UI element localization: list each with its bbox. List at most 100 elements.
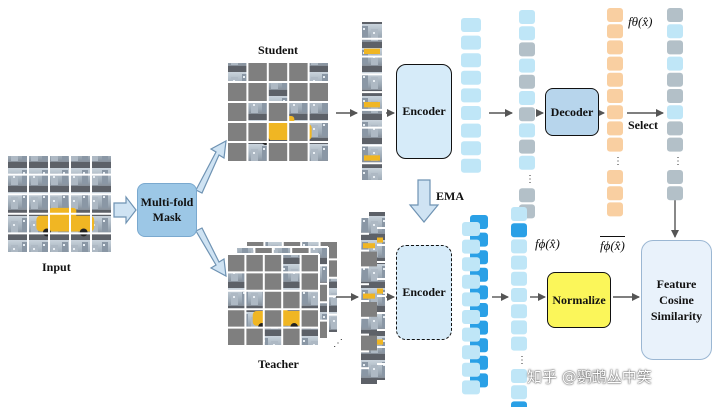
- teacher-sequence-tokens-token: [511, 255, 527, 270]
- student-encoder-tokens-token: [461, 70, 481, 85]
- teacher-masked-image-front-masked-patch: [245, 272, 264, 291]
- teacher-patch-strip-front-masked-patch: [361, 335, 377, 351]
- decoder-output-tokens-token: [607, 56, 623, 71]
- student-masked-image-masked-patch: [227, 122, 248, 142]
- teacher-encoder-tokens-front-token: [462, 292, 480, 307]
- teacher-masked-image-front-masked-patch: [227, 309, 246, 328]
- student-sequence-tokens-token: [519, 107, 535, 122]
- teacher-masked-image-front-masked-patch: [282, 290, 301, 310]
- student-sequence-tokens-token: [519, 139, 535, 154]
- teacher-label: Teacher: [258, 357, 299, 371]
- student-masked-image-masked-patch: [247, 122, 268, 142]
- teacher-patch-strip-front-patch: [361, 218, 377, 233]
- student-patch-strip: [362, 22, 382, 180]
- teacher-sequence-tokens-token: [511, 271, 527, 286]
- teacher-output-math: fϕ(x̂): [535, 236, 560, 251]
- watermark-text: 知乎 @鹦鹉丛中笑: [527, 368, 652, 386]
- student-masked-image-masked-patch: [247, 62, 268, 82]
- student-masked-image-masked-patch: [288, 142, 309, 162]
- teacher-masked-image-front-masked-patch: [263, 254, 283, 273]
- mask-to-teacher-arrow: [195, 227, 227, 278]
- teacher-encoder-tokens-front-token: [462, 362, 480, 377]
- selected-tokens: ⋮: [667, 8, 683, 201]
- teacher-encoder-tokens-front-token: [462, 345, 480, 360]
- decoder-output-tokens-token: [607, 170, 623, 184]
- teacher-sequence-tokens-token: [511, 288, 527, 302]
- normalized-output-math: fϕ(x̂): [600, 236, 625, 253]
- decoder-output-tokens-token: [607, 202, 623, 217]
- teacher-sequence-tokens-token: [511, 207, 527, 221]
- input-to-mask-arrow: [113, 195, 137, 225]
- student-encoder-tokens-token: [461, 141, 481, 156]
- student-patch-strip-patch: [362, 128, 382, 145]
- teacher-sequence-tokens-token: [511, 304, 527, 319]
- teacher-patch-strip-front-masked-patch: [361, 302, 377, 317]
- ema-label: EMA: [436, 189, 464, 203]
- similarity-label-line3: Similarity: [650, 309, 703, 323]
- selected-tokens-token: [667, 105, 683, 120]
- student-masked-image-masked-patch: [267, 62, 289, 82]
- teacher-encoder-label: Encoder: [402, 285, 446, 299]
- student-masked-image-masked-patch: [267, 142, 289, 162]
- mask-label-line1: Multi-fold: [140, 195, 194, 209]
- student-masked-image-masked-patch: [288, 122, 309, 142]
- selected-tokens-token: [667, 8, 683, 22]
- teacher-encoder-tokens-front-token: [462, 380, 480, 395]
- multi-fold-mask-box: Multi-fold Mask: [137, 183, 197, 237]
- decoder-output-tokens-token: [607, 105, 623, 120]
- teacher-masked-image-front-masked-patch: [245, 327, 264, 346]
- teacher-encoder-tokens-front-token: [462, 239, 480, 254]
- student-encoder-tokens-token: [461, 88, 481, 103]
- selected-tokens-token: [667, 121, 683, 136]
- student-encoder-tokens-token: [461, 158, 481, 173]
- decoder-output-tokens-token: [607, 24, 623, 39]
- teacher-patch-strip-front-masked-patch: [361, 251, 377, 267]
- student-patch-strip-taxi-fragment: [364, 155, 380, 161]
- student-sequence-tokens-token: [519, 123, 535, 138]
- decoder-output-tokens-token: [607, 8, 623, 22]
- teacher-patch-strip-front-taxi-fragment: [363, 243, 375, 249]
- teacher-encoder-tokens-front-token: [462, 310, 480, 324]
- student-masked-image-masked-patch: [227, 82, 248, 102]
- student-patch-strip-taxi-fragment: [364, 48, 380, 54]
- teacher-encoder-tokens-front-token: [462, 327, 480, 342]
- selected-tokens-token: [667, 89, 683, 103]
- student-sequence-tokens-token: [519, 155, 535, 170]
- decoder-output-tokens-token: [607, 121, 623, 136]
- decoder-label: Decoder: [550, 104, 594, 119]
- teacher-masked-image-front-masked-patch: [300, 272, 319, 291]
- decoder-output-tokens-token: [607, 89, 623, 103]
- student-patch-strip-patch: [362, 110, 382, 127]
- normalize-box: Normalize: [547, 272, 611, 328]
- selected-tokens-token: [667, 24, 683, 39]
- teacher-sequence-tokens-token: [511, 385, 527, 400]
- student-label: Student: [258, 43, 299, 57]
- student-encoder-tokens-token: [461, 53, 481, 68]
- teacher-sequence-tokens-token: [511, 223, 527, 238]
- input-label: Input: [42, 260, 71, 274]
- teacher-patch-strip-front: [361, 218, 377, 384]
- ema-arrow: [408, 179, 440, 223]
- teacher-masked-image-front-masked-patch: [263, 272, 283, 291]
- selected-tokens-token: [667, 186, 683, 201]
- normalize-label: Normalize: [552, 292, 606, 307]
- student-encoder-tokens: [461, 18, 481, 173]
- teacher-stack-ellipsis: ⋰: [333, 338, 343, 349]
- similarity-label-line2: Cosine: [659, 293, 694, 307]
- decoder-output-tokens-token: [607, 186, 623, 201]
- teacher-sequence-tokens-token: [511, 239, 527, 254]
- teacher-encoder-box: Encoder: [396, 245, 452, 340]
- decoder-output-math: fθ(x̂): [628, 14, 653, 29]
- teacher-patch-strip-front-patch: [361, 318, 377, 334]
- teacher-encoder-tokens-front-token: [462, 222, 480, 236]
- decoder-output-tokens-token: [607, 137, 623, 152]
- student-patch-strip-patch: [362, 57, 382, 74]
- teacher-masked-image-front-masked-patch: [282, 327, 301, 346]
- student-masked-image-masked-patch: [247, 82, 268, 102]
- student-patch-strip-patch: [362, 22, 382, 38]
- teacher-masked-image-front-masked-patch: [263, 309, 283, 328]
- decoder-output-tokens: ⋮: [607, 8, 623, 217]
- student-encoder-label: Encoder: [402, 104, 446, 118]
- student-sequence-tokens-ellipsis: ⋮: [525, 174, 535, 185]
